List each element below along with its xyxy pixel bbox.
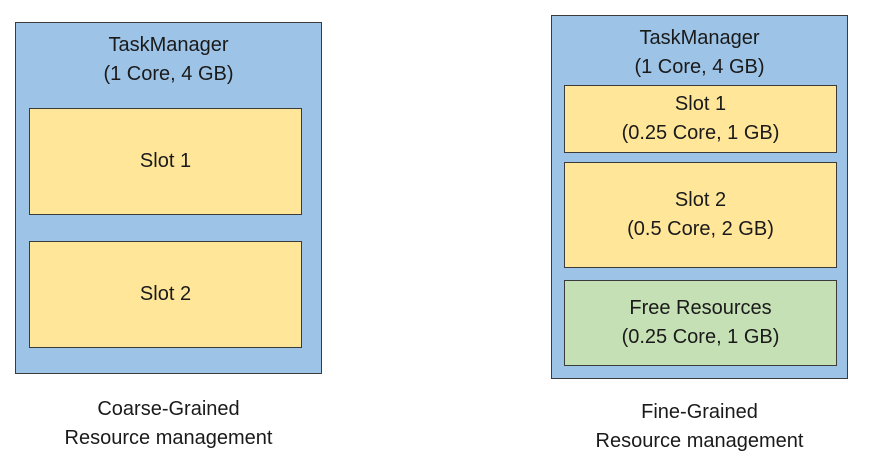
fine-slot-2-resources: (0.5 Core, 2 GB): [627, 218, 774, 240]
coarse-taskmanager-resources: (1 Core, 4 GB): [103, 63, 234, 85]
coarse-caption-line-1: Coarse-Grained: [97, 398, 240, 420]
coarse-slot-2: Slot 2: [29, 241, 302, 348]
fine-free-resources: Free Resources (0.25 Core, 1 GB): [564, 280, 837, 366]
fine-taskmanager-resources: (1 Core, 4 GB): [634, 56, 765, 78]
fine-free-resources-amount: (0.25 Core, 1 GB): [621, 326, 780, 348]
fine-caption-line-1: Fine-Grained: [641, 401, 758, 423]
fine-slot-1: Slot 1 (0.25 Core, 1 GB): [564, 85, 837, 153]
fine-slot-1-label: Slot 1: [674, 93, 727, 115]
fine-free-resources-label: Free Resources: [629, 297, 772, 319]
fine-taskmanager-box: TaskManager (1 Core, 4 GB) Slot 1 (0.25 …: [551, 15, 848, 379]
coarse-slot-1: Slot 1: [29, 108, 302, 215]
coarse-caption-line-2: Resource management: [64, 427, 273, 449]
fine-slot-1-resources: (0.25 Core, 1 GB): [621, 122, 780, 144]
fine-taskmanager-name: TaskManager: [639, 27, 760, 49]
fine-caption-line-2: Resource management: [595, 430, 804, 452]
coarse-slot-1-label: Slot 1: [139, 150, 192, 172]
fine-slot-2: Slot 2 (0.5 Core, 2 GB): [564, 162, 837, 268]
coarse-slot-2-label: Slot 2: [139, 283, 192, 305]
coarse-taskmanager-name: TaskManager: [108, 34, 229, 56]
coarse-taskmanager-title: TaskManager (1 Core, 4 GB): [16, 31, 321, 89]
fine-taskmanager-title: TaskManager (1 Core, 4 GB): [552, 24, 847, 82]
coarse-taskmanager-box: TaskManager (1 Core, 4 GB) Slot 1 Slot 2: [15, 22, 322, 374]
fine-slot-2-label: Slot 2: [674, 189, 727, 211]
coarse-caption: Coarse-Grained Resource management: [15, 395, 322, 453]
fine-caption: Fine-Grained Resource management: [551, 398, 848, 456]
